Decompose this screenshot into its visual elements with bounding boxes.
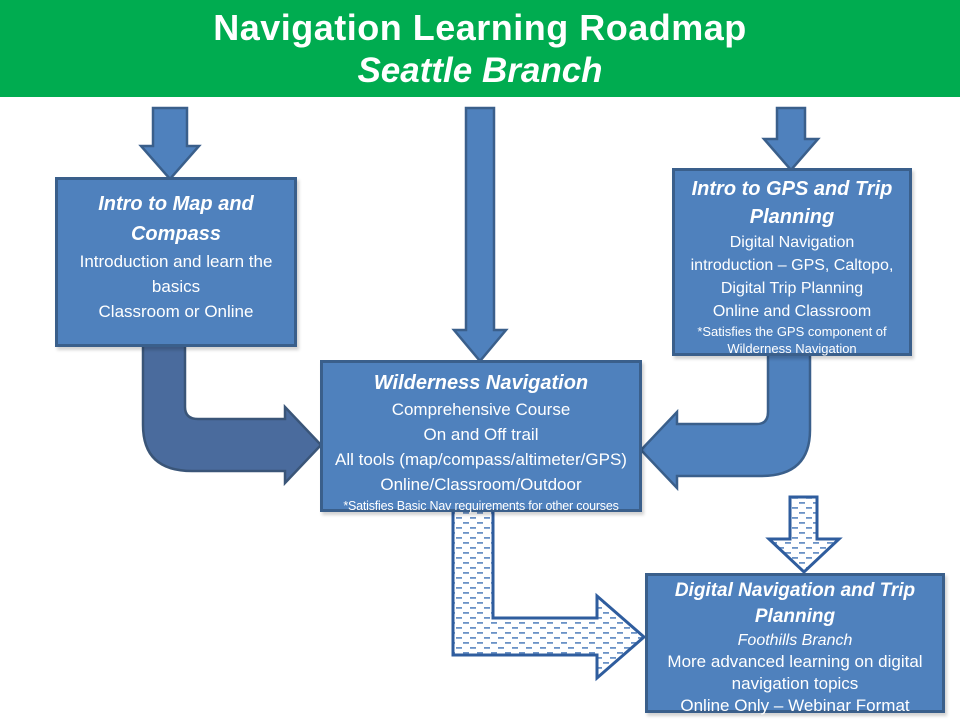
box-title: Wilderness Navigation xyxy=(323,369,639,397)
box-footnote: *Satisfies Basic Nav requirements for ot… xyxy=(323,497,639,515)
box-subtitle: Foothills Branch xyxy=(737,632,853,649)
box-footnote: *Satisfies the GPS component of Wilderne… xyxy=(675,323,909,357)
dotted-elbow-arrow-icon xyxy=(451,508,647,682)
box-body-line: All tools (map/compass/altimeter/GPS) xyxy=(335,450,627,469)
box-body-line: Online/Classroom/Outdoor xyxy=(380,475,582,494)
box-body: More advanced learning on digital naviga… xyxy=(648,651,942,717)
box-footnote-line: *Satisfies Basic Nav requirements for ot… xyxy=(343,499,619,513)
box-body: Comprehensive Course On and Off trail Al… xyxy=(323,397,639,497)
box-title-line: Planning xyxy=(749,206,835,228)
box-body-line: basics xyxy=(151,277,201,296)
page-subtitle: Seattle Branch xyxy=(357,51,603,90)
box-body: Digital Navigation introduction – GPS, C… xyxy=(675,231,909,323)
box-footnote-line: Wilderness Navigation xyxy=(727,341,857,356)
box-body-line: Comprehensive Course xyxy=(391,400,571,419)
box-title: Digital Navigation and Trip Planning xyxy=(648,578,942,630)
box-body-line: navigation topics xyxy=(731,674,859,693)
box-body-line: Digital Navigation xyxy=(729,234,855,251)
long-down-arrow-icon xyxy=(451,106,509,363)
down-arrow-icon xyxy=(138,106,202,181)
box-title: Intro to GPS and Trip Planning xyxy=(675,175,909,231)
box-body-line: Introduction and learn the xyxy=(79,252,273,271)
box-footnote-line: *Satisfies the GPS component of xyxy=(697,324,887,339)
box-title: Intro to Map and Compass xyxy=(58,189,294,249)
box-body: Introduction and learn the basics Classr… xyxy=(58,249,294,324)
page-title: Navigation Learning Roadmap xyxy=(213,7,747,48)
box-title-line: Digital Navigation and Trip xyxy=(674,580,916,601)
box-body-line: On and Off trail xyxy=(423,425,539,444)
box-title-line: Planning xyxy=(754,606,836,627)
down-arrow-icon xyxy=(761,106,821,172)
course-box-intro-gps-trip-planning: Intro to GPS and Trip Planning Digital N… xyxy=(672,168,912,356)
box-body-line: Online Only – Webinar Format xyxy=(680,696,910,715)
box-body-line: introduction – GPS, Caltopo, xyxy=(690,257,894,274)
box-title-line: Wilderness Navigation xyxy=(373,372,589,394)
header-banner: Navigation Learning Roadmap Seattle Bran… xyxy=(0,0,960,97)
bent-arrow-icon xyxy=(141,340,323,487)
box-body-line: Digital Trip Planning xyxy=(720,280,864,297)
box-title-line: Compass xyxy=(130,223,222,245)
bent-arrow-icon xyxy=(639,350,812,492)
box-body-line: Classroom or Online xyxy=(98,302,254,321)
course-box-digital-navigation-trip-planning: Digital Navigation and Trip Planning Foo… xyxy=(645,573,945,715)
box-title-line: Intro to Map and xyxy=(98,193,254,215)
box-body-line: More advanced learning on digital xyxy=(667,652,923,671)
course-box-wilderness-navigation: Wilderness Navigation Comprehensive Cour… xyxy=(320,360,642,515)
dotted-down-arrow-icon xyxy=(765,495,843,575)
box-title-line: Intro to GPS and Trip xyxy=(691,178,893,200)
box-body-line: Online and Classroom xyxy=(712,303,872,320)
course-box-intro-map-and-compass: Intro to Map and Compass Introduction an… xyxy=(55,177,297,347)
